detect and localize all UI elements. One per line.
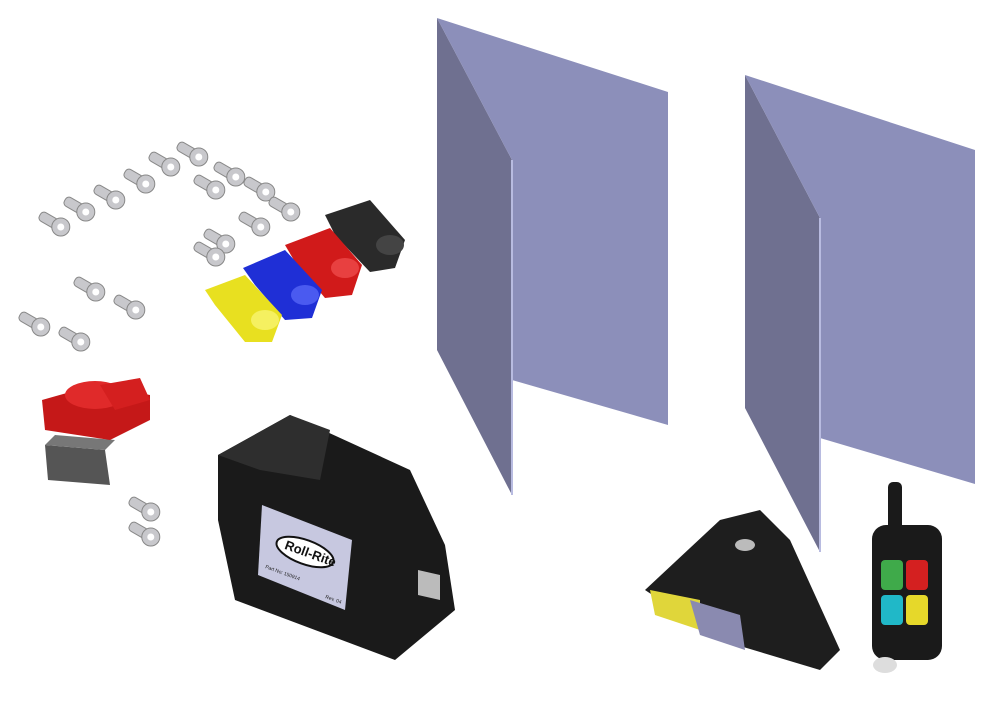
ring-terminal (193, 174, 226, 200)
ring-terminal (113, 294, 146, 320)
battery-cap-red (285, 228, 362, 298)
ring-terminal (58, 326, 91, 352)
ring-terminal (176, 141, 209, 167)
wireless-remote (872, 482, 942, 673)
circuit-breaker (42, 378, 150, 485)
wall-controller (645, 510, 840, 670)
ring-terminal (128, 496, 161, 522)
ring-terminal (128, 521, 161, 547)
panel-left (437, 18, 668, 495)
ring-terminal (203, 228, 236, 254)
ring-terminal (93, 184, 126, 210)
ring-terminal (238, 211, 271, 237)
remote-button-cyan (881, 595, 903, 625)
ring-terminal (38, 211, 71, 237)
ring-terminal (63, 196, 96, 222)
ring-terminal (268, 196, 301, 222)
ring-terminal (18, 311, 51, 337)
ring-terminal (213, 161, 246, 187)
ring-terminal (148, 151, 181, 177)
control-housing: Roll-Rite Part No: 150914 Rev. 04 (218, 415, 455, 660)
ring-terminal (73, 276, 106, 302)
remote-button-yellow (906, 595, 928, 625)
ring-terminal (243, 176, 276, 202)
ring-terminal (193, 241, 226, 267)
battery-cap-blue (243, 250, 322, 320)
remote-button-green (881, 560, 903, 590)
ring-terminals (18, 141, 301, 547)
revision: Rev. 04 (324, 594, 342, 605)
remote-button-red (906, 560, 928, 590)
panel-right (745, 75, 975, 552)
ring-terminal (123, 168, 156, 194)
battery-cap-black (325, 200, 405, 272)
battery-cap-yellow (205, 275, 282, 342)
